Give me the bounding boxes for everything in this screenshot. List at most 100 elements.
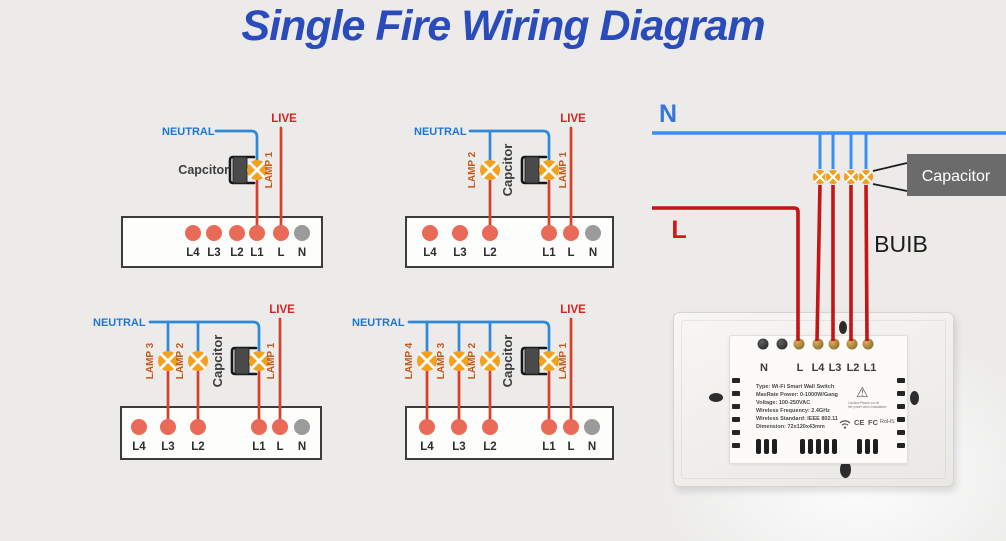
terminal-screw-l2 [846,338,858,350]
capacitor-label: Capcitor [178,163,229,177]
terminal-l [563,419,579,435]
neutral-label: NEUTRAL [93,317,146,329]
mounting-hole-right [910,391,919,405]
terminal-l3 [451,419,467,435]
lamp1-label: LAMP 1 [264,151,275,188]
terminal-l4 [131,419,147,435]
terminal-screw-l [793,338,805,350]
terminal-screw-l1 [862,338,874,350]
terminal-l3 [160,419,176,435]
mains-live-label: L [671,216,686,244]
capacitor-symbol [524,156,540,184]
vent-slot [832,439,837,454]
bulb-icon [811,168,829,186]
terminal-label-l: L [567,441,574,453]
lamp-icon [537,158,561,182]
terminal-screw-l4 [812,338,824,350]
capacitor-callout-box [907,154,1006,196]
lamp3-label: LAMP 3 [145,342,156,379]
heat-fin [732,391,740,396]
vent-slot [772,439,777,454]
terminal-l1 [249,225,265,241]
vent-slot [800,439,805,454]
bulb-icon [824,168,842,186]
lamp-icon [415,349,439,373]
wifi-icon [839,420,851,429]
schematic-3-gang: NEUTRAL LIVE Capcitor LAMP 3 LAMP 2 LAMP… [93,304,322,460]
live-label: LIVE [271,113,297,125]
capacitor-label: Capcitor [500,144,515,197]
neutral-label: NEUTRAL [414,126,467,138]
device-terminal-label-l1: L1 [863,362,877,374]
lamp-icon [156,349,180,373]
terminal-l2 [482,225,498,241]
lamp2-label: LAMP 2 [175,342,186,379]
capacitor-label: Capcitor [210,335,225,388]
fcc-mark: FC [868,418,878,427]
neutral-label: NEUTRAL [162,126,215,138]
capacitor-lead [230,346,258,376]
caution-line-1: Caution:Please cut off [848,401,880,405]
terminal-n [584,419,600,435]
mounting-hole-bottom [840,461,851,478]
terminal-label-n: N [298,441,306,453]
terminal-label-l1: L1 [250,247,264,259]
ce-mark: CE [854,418,865,427]
live-label: LIVE [560,113,586,125]
lamp-icon [478,349,502,373]
caution-line-2: the power when installation [848,405,887,409]
neutral-wire [407,320,551,353]
terminal-l1 [251,419,267,435]
heat-fin [897,430,905,435]
lamp-icon [186,349,210,373]
capacitor-lead [520,346,548,376]
rohs-mark: RoHS [880,419,895,425]
switch-panel [405,216,614,268]
lamp1-label: LAMP 1 [558,151,569,188]
terminal-l [272,419,288,435]
terminal-screw-n2 [776,338,788,350]
terminal-label-n: N [588,441,596,453]
vent-slot [816,439,821,454]
device-terminal-label-l3: L3 [828,362,842,374]
schematic-1-gang: NEUTRAL LIVE Capcitor LAMP 1 L4 L3 L2 L1… [121,113,323,268]
live-label: LIVE [560,304,586,316]
heat-fin [732,430,740,435]
terminal-label-l2: L2 [483,441,496,453]
lamp2-label: LAMP 2 [467,151,478,188]
caution-triangle-icon: ⚠ [856,384,869,400]
capacitor-lead [520,155,548,185]
terminal-l2 [190,419,206,435]
terminal-label-l2: L2 [483,247,496,259]
capacitor-lead [228,155,256,185]
terminal-l4 [419,419,435,435]
terminal-screw-l3 [828,338,840,350]
terminal-label-l4: L4 [186,247,200,259]
terminal-label-l: L [277,247,284,259]
device-terminal-label-l4: L4 [811,362,825,374]
capacitor-link [872,162,908,172]
lamp-icon [247,349,271,373]
smart-switch-device: N L L4 L3 L2 L1 Type: Wi-Fi Smart Wall S… [673,312,954,487]
terminal-label-l: L [276,441,283,453]
vent-slot [857,439,862,454]
vent-slot [808,439,813,454]
bulb-icon [842,168,860,186]
lamp3-label: LAMP 3 [436,342,447,379]
switch-panel [405,406,614,460]
terminal-label-l4: L4 [420,441,434,453]
device-terminal-label-n: N [760,362,768,374]
terminal-label-n: N [298,247,306,259]
neutral-wire [468,129,551,162]
terminal-label-l3: L3 [161,441,174,453]
terminal-l [273,225,289,241]
spec-dimension: Dimension: 72x120x43mm [756,424,825,430]
capacitor-label: Capcitor [500,335,515,388]
plate-inner-outline [681,320,946,479]
live-label: LIVE [269,304,295,316]
device-terminal-label-l2: L2 [846,362,860,374]
lamp2-label: LAMP 2 [467,342,478,379]
lamp1-label: LAMP 1 [558,342,569,379]
vent-slot [873,439,878,454]
terminal-label-l1: L1 [542,441,556,453]
